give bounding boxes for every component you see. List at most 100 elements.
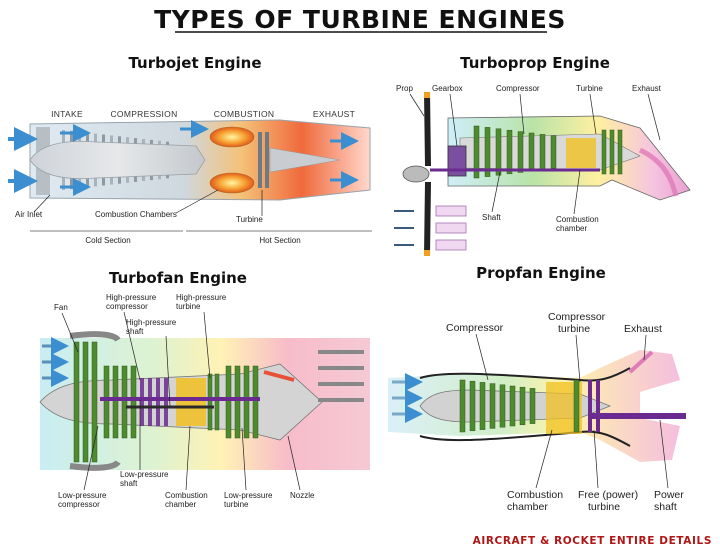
turbofan-label-lp-compressor-1: Low-pressure [58,491,107,500]
page-title: TYPES OF TURBINE ENGINES [154,5,566,34]
propfan-compressor-blade [469,380,476,432]
turbofan-flow-arrows [42,337,364,402]
turbofan-lp-turbine-blade [234,365,241,439]
turboprop-label-prop: Prop [396,84,413,93]
propfan-compressor-blade [479,382,486,430]
turbojet-turbine-stage-1 [258,132,262,188]
turboprop-turbine-blade [609,129,615,175]
turboprop-label-combustion-1: Combustion [556,215,599,224]
turbofan-label-nozzle: Nozzle [290,491,315,500]
turbofan-fan-blade [82,341,89,463]
turbofan-label-hp-shaft-1: High-pressure [126,318,177,327]
turbojet-panel: Turbojet Engine INTAKE COMPRESSION COMBU… [8,54,372,245]
turbofan-label-hp-shaft-2: shaft [126,327,144,336]
turbofan-lp-turbine-blade [243,365,250,439]
turbofan-lp-compressor-blade [112,365,119,439]
turbojet-section-combustion: COMBUSTION [214,109,275,119]
propfan-label-combustion-1: Combustion [507,489,563,501]
turbofan-label-hp-turbine-2: turbine [176,302,201,311]
propfan-exhaust-arrow [628,350,654,374]
turbofan-hp-turbine-blade [214,373,220,431]
turbofan-fan-blade [73,341,80,463]
turboprop-compressor-blade [550,135,557,169]
propfan-compressor-blade [489,383,496,429]
turboprop-blade-tip-bottom [424,250,430,256]
propfan-free-turbine-blade [596,380,600,432]
turboprop-turbine-blade [617,129,623,175]
turbofan-lp-compressor-blade [121,365,128,439]
propfan-compressor-turbine-blade [573,379,580,433]
turboprop-blade-top [424,92,431,166]
propfan-flow-arrows [392,350,654,423]
propfan-free-turbine-blade [588,380,592,432]
propfan-label-power-shaft-2: shaft [654,501,677,513]
turbofan-lp-compressor-blade [130,365,137,439]
turboprop-compressor-blade [517,131,524,173]
propfan-compressor-blade [509,385,516,427]
turboprop-label-exhaust: Exhaust [632,84,662,93]
propfan-label-compressor: Compressor [446,322,504,334]
turboprop-compressor-blade [528,132,535,172]
propfan-compressor-blade [519,386,526,426]
turbofan-label-hp-compressor-2: compressor [106,302,148,311]
turbofan-lp-compressor-blade [103,365,110,439]
turbojet-section-compression: COMPRESSION [110,109,177,119]
turbofan-label-lp-shaft-1: Low-pressure [120,470,169,479]
turbojet-exhaust-cone [269,147,341,173]
turboprop-exhaust-flow [638,147,679,197]
turbofan-nacelle-bottom [69,459,121,471]
turbofan-exhaust-arrow [263,370,295,382]
turboprop-compressor-blade [473,125,480,179]
turbojet-label-air-inlet: Air Inlet [15,210,43,219]
propfan-label-power-shaft-1: Power [654,489,684,501]
turbojet-section-intake: INTAKE [51,109,83,119]
turboprop-intake-arrows [394,205,467,251]
turbofan-label-combustion-2: chamber [165,500,196,509]
propfan-casing-bottom [419,430,631,447]
turbojet-label-combustion-chambers: Combustion Chambers [95,210,177,219]
turboprop-label-compressor: Compressor [496,84,540,93]
propfan-label-free-turbine-2: turbine [588,501,620,513]
propfan-casing-top [419,367,631,382]
turbofan-label-lp-turbine-1: Low-pressure [224,491,273,500]
turboprop-label-turbine: Turbine [576,84,603,93]
turboprop-compressor-blade [495,128,502,176]
turboprop-panel: Turboprop Engine Prop Gearbox Compressor… [394,54,691,256]
brand-caption: AIRCRAFT & ROCKET ENTIRE DETAILS [473,535,712,547]
turbofan-label-combustion-1: Combustion [165,491,208,500]
turboprop-label-shaft: Shaft [482,213,501,222]
propfan-compressor-blade [499,384,506,428]
turboprop-spinner [402,165,430,183]
turbofan-lp-turbine-blade [225,365,232,439]
turbojet-combustion-chamber-top [209,126,255,148]
turbofan-label-fan: Fan [54,303,68,312]
turbofan-nacelle-top [69,331,121,343]
turboprop-title: Turboprop Engine [460,54,610,72]
turboprop-arrow-out [435,222,467,234]
turbojet-section-exhaust: EXHAUST [313,109,355,119]
propfan-title: Propfan Engine [476,264,606,282]
turbofan-hp-compressor-blade [140,378,144,426]
turboprop-blade-bottom [424,182,431,256]
propfan-panel: Propfan Engine Compressor Compressor tur… [388,264,686,513]
turbojet-turbine-stage-2 [265,132,269,188]
turbofan-hp-compressor-blade [164,378,168,426]
turbofan-title: Turbofan Engine [109,269,247,287]
turbofan-label-hp-turbine-1: High-pressure [176,293,227,302]
turbofan-hp-compressor-blade [148,378,152,426]
turbofan-label-hp-compressor-1: High-pressure [106,293,157,302]
turbojet-label-hot-section: Hot Section [259,236,300,245]
turbofan-label-lp-shaft-2: shaft [120,479,138,488]
turboprop-blade-tip-top [424,92,430,98]
turbofan-panel: Turbofan Engine Fan High-pressure compre… [39,269,370,509]
propfan-compressor-blade [529,388,536,424]
turbojet-label-turbine: Turbine [236,215,263,224]
propfan-label-exhaust: Exhaust [624,323,662,335]
turbofan-hp-compressor-blade [156,378,160,426]
turbofan-label-lp-compressor-2: compressor [58,500,100,509]
propfan-label-combustion-2: chamber [507,501,548,513]
propfan-label-compressor-turbine-2: turbine [558,323,590,335]
turbofan-hp-turbine-blade [207,373,213,431]
turboprop-turbine-blade [601,129,607,175]
propfan-label-free-turbine-1: Free (power) [578,489,638,501]
